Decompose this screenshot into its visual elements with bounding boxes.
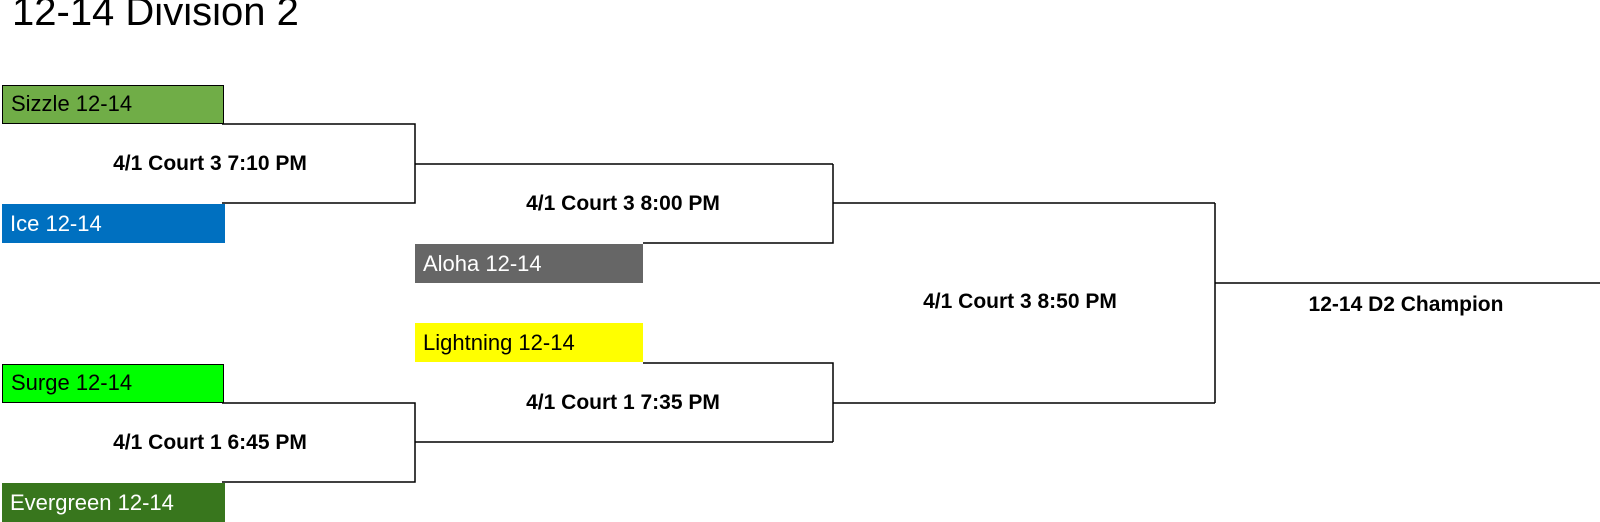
game-label-r2-top: 4/1 Court 3 8:00 PM — [526, 192, 720, 215]
team-ice: Ice 12-14 — [2, 204, 225, 243]
game-label-r2-bottom: 4/1 Court 1 7:35 PM — [526, 391, 720, 414]
game-label-r1-bottom: 4/1 Court 1 6:45 PM — [113, 431, 307, 454]
team-lightning: Lightning 12-14 — [415, 323, 643, 362]
game-label-r1-top: 4/1 Court 3 7:10 PM — [113, 152, 307, 175]
page-title: 12-14 Division 2 — [12, 0, 299, 34]
team-aloha: Aloha 12-14 — [415, 244, 643, 283]
bracket-line-r2-top — [643, 164, 834, 244]
bracket-line-r2-bottom — [643, 362, 834, 442]
team-sizzle: Sizzle 12-14 — [2, 85, 224, 124]
bracket-lines — [222, 123, 1600, 483]
game-label-final: 4/1 Court 3 8:50 PM — [923, 290, 1117, 313]
team-evergreen: Evergreen 12-14 — [2, 483, 225, 522]
team-surge: Surge 12-14 — [2, 364, 224, 403]
champion-label: 12-14 D2 Champion — [1308, 293, 1504, 316]
